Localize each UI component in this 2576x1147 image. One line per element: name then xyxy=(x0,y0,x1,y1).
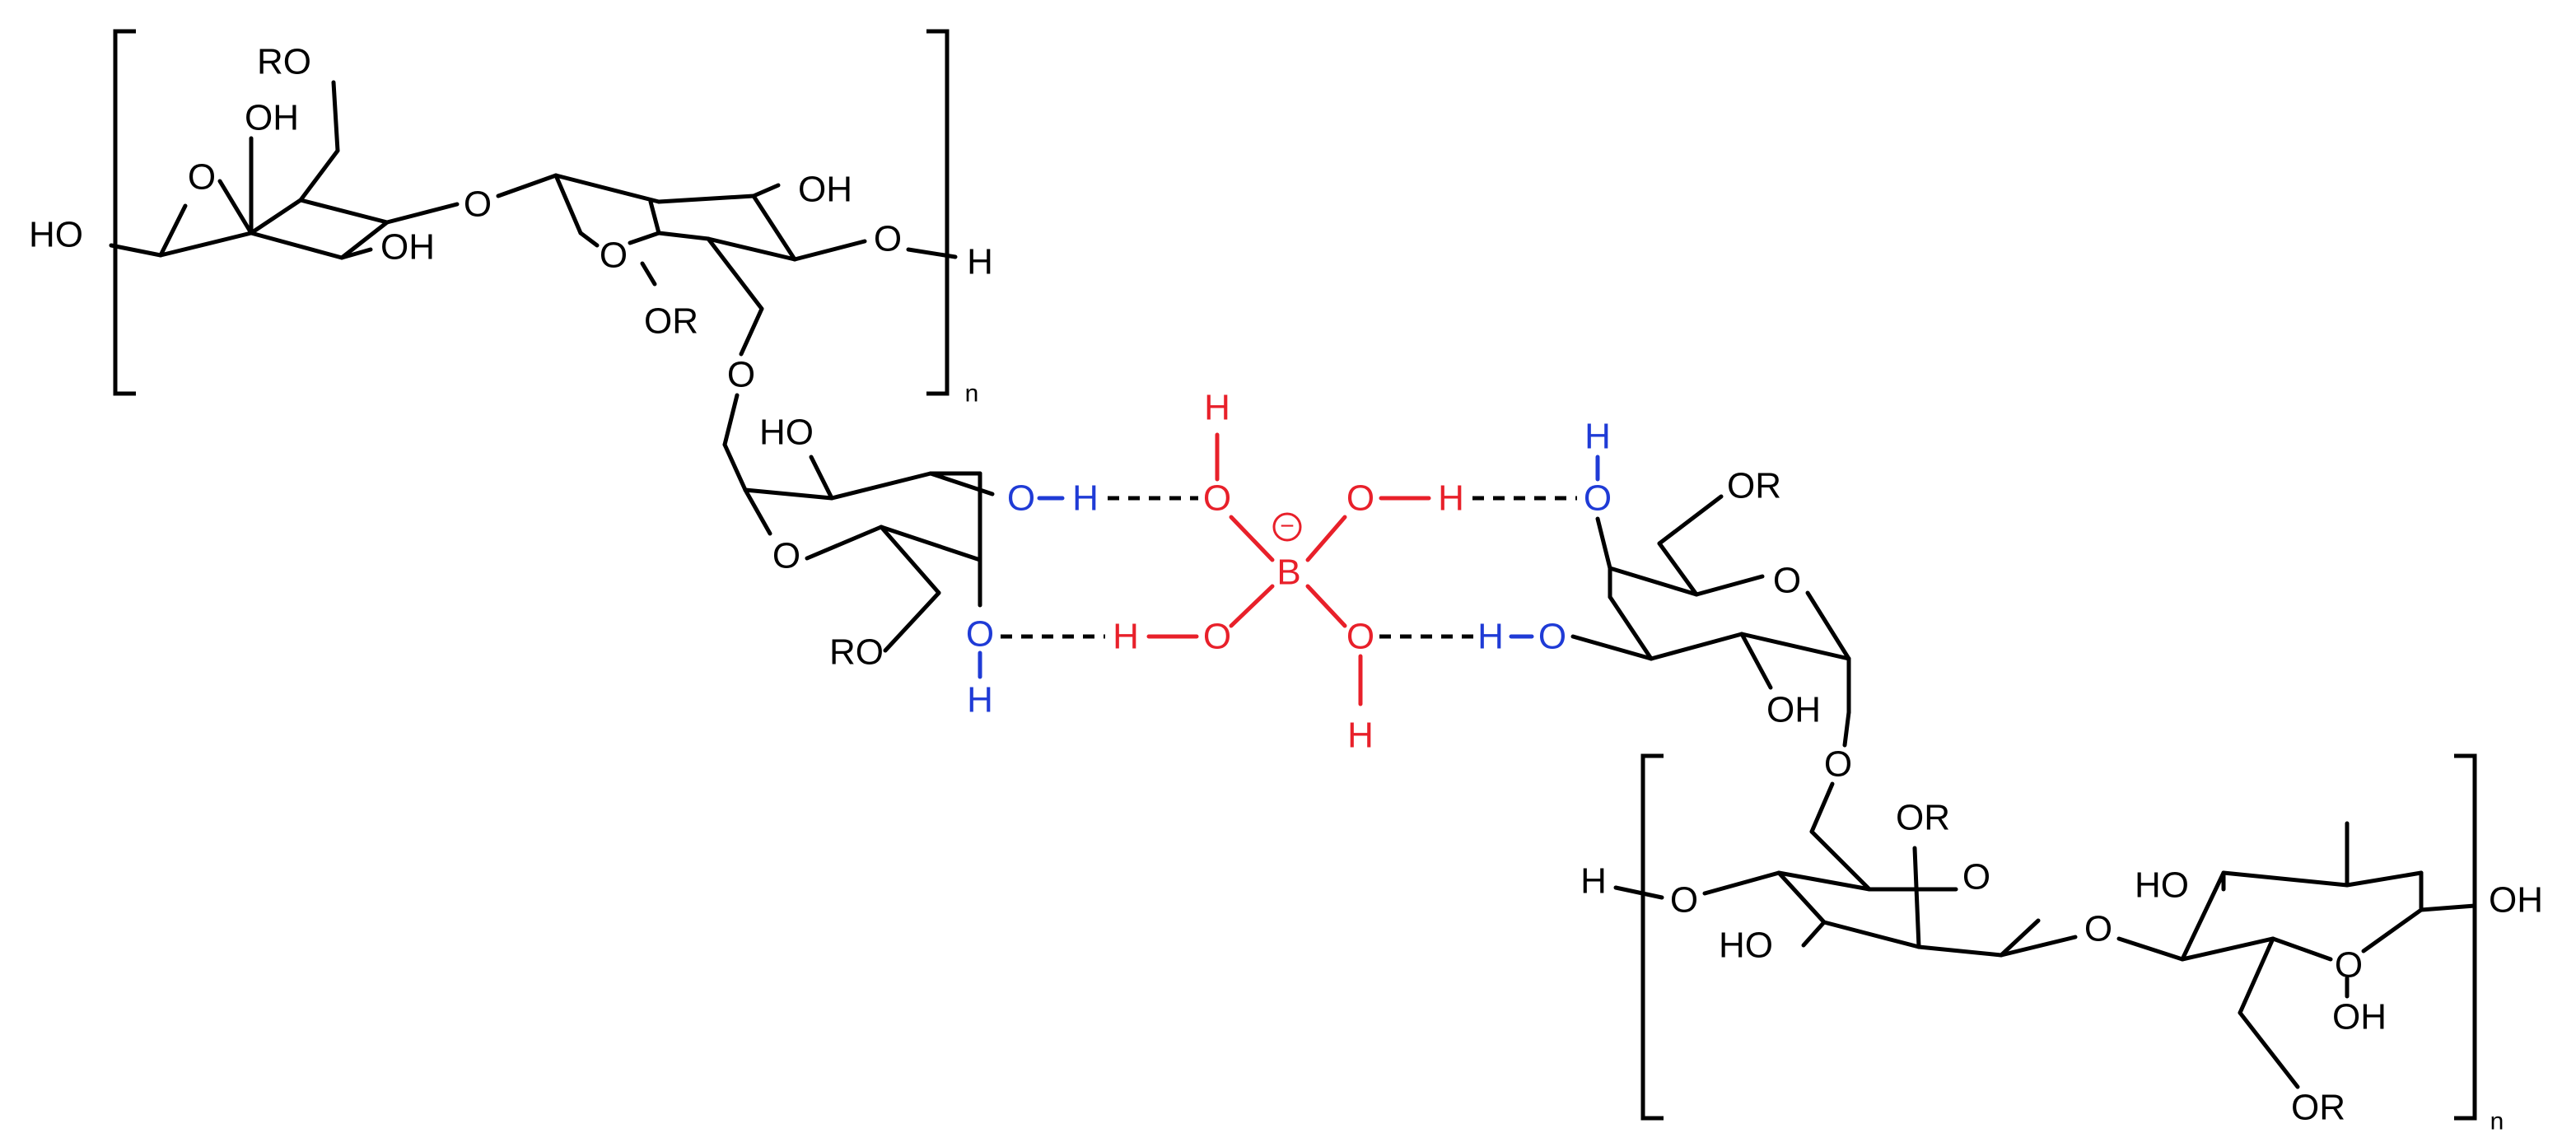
left-galactose-ring xyxy=(722,442,995,653)
right-galactose-ring xyxy=(1570,494,1851,748)
bottom-side-link-oxygen: O xyxy=(1824,744,1852,785)
top-glycosidic-oxygen: O xyxy=(464,184,492,225)
borate-ion: B − O H O H O H O H xyxy=(1113,388,1464,756)
left-gal-ho: HO xyxy=(759,413,814,453)
bottom-ring1-ho: HO xyxy=(1719,926,1773,966)
top-side-link-oxygen: O xyxy=(727,355,755,395)
bottom-ring-1 xyxy=(1776,829,2078,958)
top-ring-1 xyxy=(109,80,460,260)
top-left-polymer-unit: n O HO OH RO OH O xyxy=(29,29,993,447)
borate-oxygen-upper-left: O xyxy=(1203,478,1231,519)
left-gal-ring-oxygen: O xyxy=(772,536,800,576)
left-gal-oh-lower-h: H xyxy=(967,680,993,720)
bottom-glycosidic-oxygen: O xyxy=(2084,909,2112,949)
top-ring-2 xyxy=(553,173,867,357)
ring2-terminal-oxygen: O xyxy=(874,219,902,259)
bottom-ring2-or: OR xyxy=(2291,1088,2345,1128)
left-gal-oh-upper-h: H xyxy=(1072,478,1099,519)
right-bracket-top xyxy=(926,29,950,396)
borate-h-upper-left: H xyxy=(1204,388,1230,428)
bottom-ring2-oxygen: O xyxy=(2335,945,2363,986)
left-gal-oh-upper-oxygen: O xyxy=(1007,478,1035,519)
right-gal-oh-lower-oxygen: O xyxy=(1538,617,1566,657)
right-gal-oh-lower-h: H xyxy=(1477,617,1504,657)
left-gal-ro: RO xyxy=(829,632,884,673)
borate-boron: B xyxy=(1276,553,1300,593)
right-gal-or: OR xyxy=(1727,466,1781,506)
ring1-oh-c4: OH xyxy=(245,98,299,138)
right-gal-ring-oxygen: O xyxy=(1773,561,1801,601)
bottom-ring2-ho: HO xyxy=(2135,865,2189,906)
right-gal-oh-upper-oxygen: O xyxy=(1584,478,1612,519)
borate-h-lower-left: H xyxy=(1113,617,1139,657)
borate-h-upper-right: H xyxy=(1438,478,1464,519)
ring2-oxygen: O xyxy=(600,235,628,276)
bottom-terminal-h: H xyxy=(1580,861,1607,902)
bottom-ring1-oxygen: O xyxy=(1962,857,1990,898)
ring1-oxygen: O xyxy=(188,157,216,198)
borate-oxygen-lower-left: O xyxy=(1203,617,1231,657)
left-gal-oh-lower-oxygen: O xyxy=(966,614,994,655)
left-bracket-bottom xyxy=(1640,753,1664,1121)
bottom-ring-2 xyxy=(2180,821,2477,1089)
ring1-ro-c6: RO xyxy=(257,42,311,82)
ring1-oh-c3: OH xyxy=(380,227,435,268)
borate-oxygen-lower-right: O xyxy=(1346,617,1374,657)
borate-negative-charge xyxy=(1272,512,1302,542)
bottom-terminal-oxygen: O xyxy=(1670,880,1698,921)
bottom-right-polymer-unit: n H O O OR HO O xyxy=(1580,753,2543,1135)
bottom-ring1-or: OR xyxy=(1896,798,1950,838)
repeat-count-bottom: n xyxy=(2490,1108,2504,1135)
ring1-ho-anomeric: HO xyxy=(29,215,83,255)
ring2-or: OR xyxy=(644,301,698,342)
bottom-ring2-oh: OH xyxy=(2332,997,2387,1037)
right-bracket-bottom xyxy=(2454,753,2477,1121)
repeat-count-top: n xyxy=(965,380,979,408)
ring2-oh: OH xyxy=(798,170,852,210)
right-gal-oh-upper-h: H xyxy=(1584,417,1611,457)
bottom-ring2-oh-anomeric: OH xyxy=(2489,880,2543,921)
borate-charge-sign: − xyxy=(1280,513,1295,540)
borate-oxygen-upper-right: O xyxy=(1346,478,1374,519)
top-terminal-h: H xyxy=(967,242,993,282)
right-gal-oh: OH xyxy=(1766,690,1821,730)
left-bracket-top xyxy=(113,29,136,396)
borate-h-lower-right: H xyxy=(1347,716,1374,756)
